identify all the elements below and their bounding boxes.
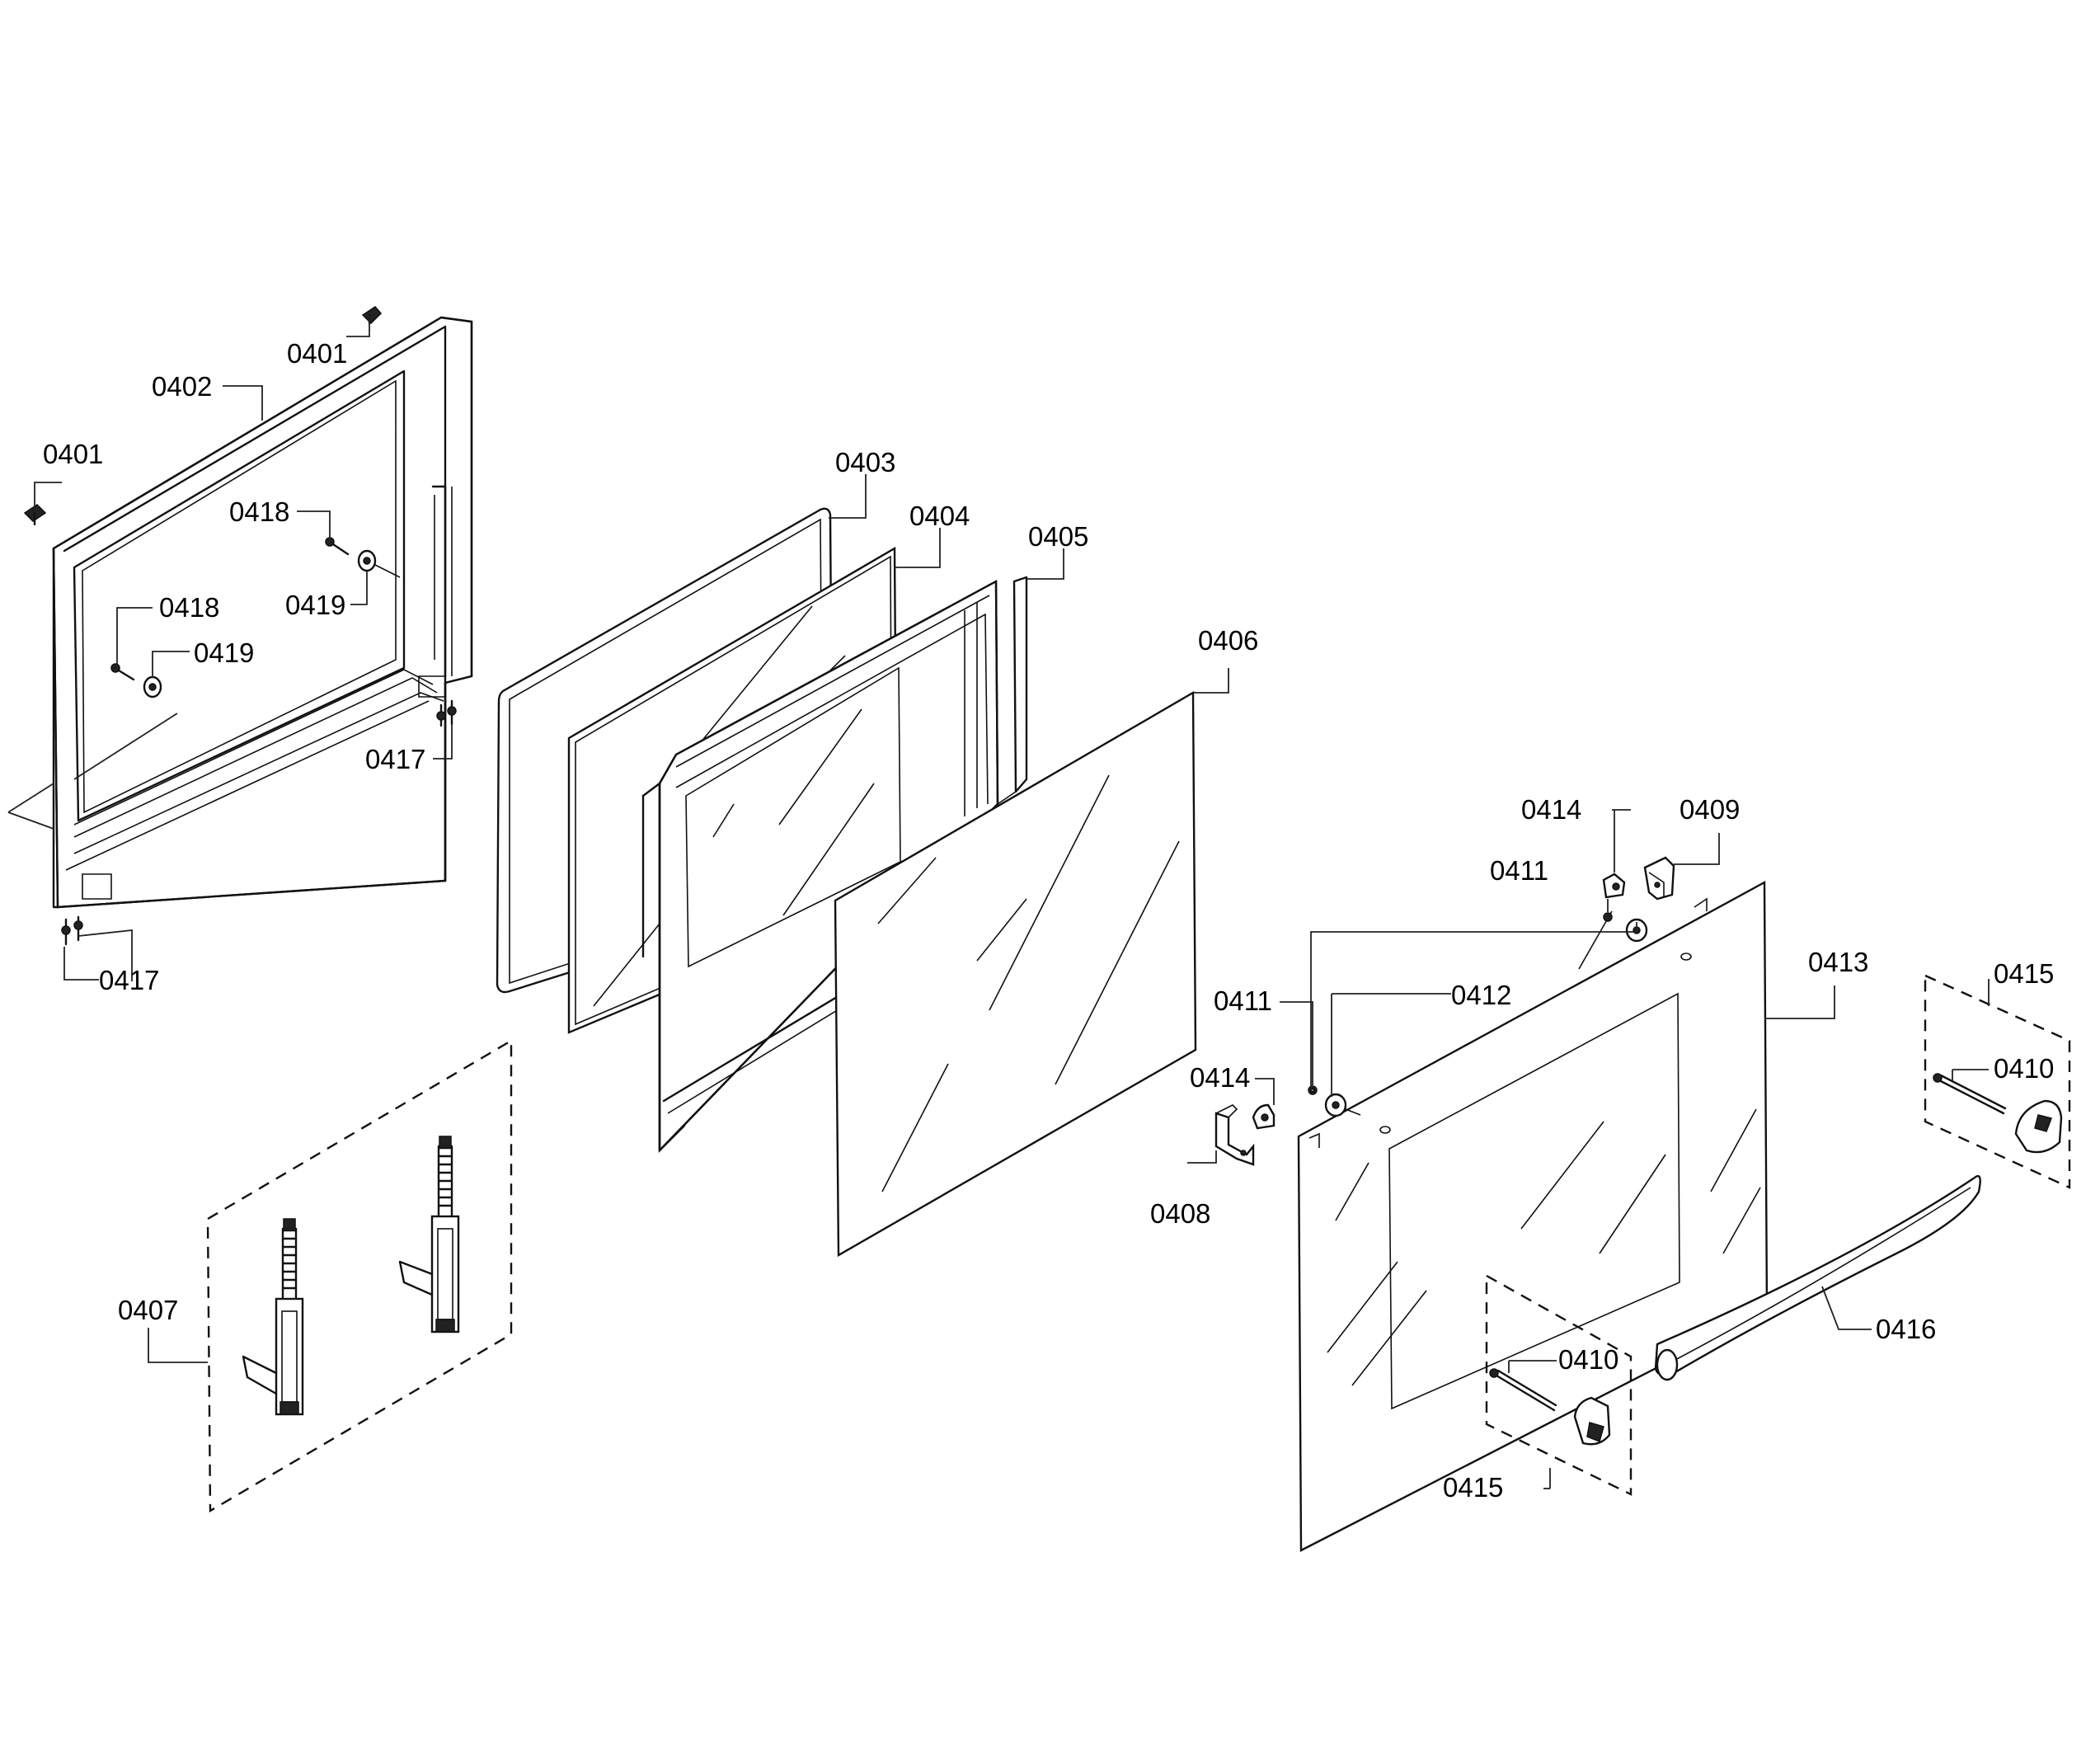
- label-0411-upper: 0411: [1490, 855, 1548, 886]
- label-0418-upper: 0418: [229, 496, 289, 527]
- end-cap-right: [2014, 1099, 2063, 1154]
- label-0415-lower: 0415: [1443, 1472, 1503, 1503]
- hinge-left: [242, 1218, 304, 1416]
- label-0419-upper: 0419: [285, 590, 345, 620]
- screw-0401-left: [23, 504, 47, 526]
- label-0415-right: 0415: [1994, 958, 2054, 989]
- label-0412: 0412: [1451, 980, 1511, 1010]
- label-0401-left: 0401: [43, 439, 103, 469]
- screw-0418-lower: [110, 663, 135, 681]
- screw-0417-left: [61, 915, 83, 946]
- screw-0417-right: [436, 699, 457, 727]
- part-0406-outer-glass: [834, 690, 1197, 1258]
- hinge-right: [398, 1136, 460, 1333]
- part-0411-washer-lower: [1308, 1085, 1318, 1095]
- screw-0401-top: [361, 306, 383, 325]
- part-0416-door-handle: [1654, 1174, 1981, 1381]
- label-0404: 0404: [909, 501, 970, 531]
- label-0410-lower: 0410: [1558, 1344, 1618, 1375]
- label-0407: 0407: [118, 1295, 178, 1325]
- label-0418-lower: 0418: [159, 592, 219, 623]
- label-0411-lower: 0411: [1214, 985, 1272, 1016]
- label-0414-upper: 0414: [1521, 794, 1581, 825]
- washer-0419-lower: [143, 675, 162, 698]
- part-0409-hinge-bracket: [1643, 856, 1675, 901]
- label-0419-lower: 0419: [194, 637, 254, 668]
- part-0412-bushing-lower: [1324, 1093, 1361, 1117]
- label-0402: 0402: [152, 371, 212, 402]
- label-0413: 0413: [1808, 947, 1868, 977]
- label-0406: 0406: [1198, 625, 1258, 656]
- part-0402-door-frame: [7, 316, 473, 909]
- part-0407-hinge-group: [206, 1038, 513, 1513]
- part-0414-block-upper: [1602, 872, 1626, 899]
- screw-0410-lower: [1489, 1368, 1557, 1412]
- label-0417-left: 0417: [99, 965, 159, 995]
- label-0417-right: 0417: [365, 744, 425, 774]
- label-0416: 0416: [1876, 1314, 1936, 1344]
- part-0413-outer-door: [1297, 880, 1769, 1552]
- end-cap-lower: [1573, 1396, 1611, 1446]
- screw-0410-right: [1933, 1073, 2007, 1115]
- part-0415-end-cap-lower: [1485, 1273, 1633, 1496]
- leader-lines: [34, 315, 1990, 1489]
- label-0405: 0405: [1028, 521, 1088, 552]
- part-number-labels: 0401 0401 0402 0418 0418 0419 0419 0417 …: [43, 338, 2054, 1503]
- part-0408-hinge-bracket: [1214, 1104, 1255, 1166]
- part-0411-washer-upper: [1603, 912, 1613, 922]
- label-0401-top: 0401: [287, 338, 347, 369]
- label-0414-lower: 0414: [1190, 1062, 1250, 1093]
- part-0414-block-lower: [1252, 1103, 1276, 1130]
- label-0408: 0408: [1150, 1198, 1210, 1229]
- part-0415-end-cap-right: [1924, 974, 2071, 1189]
- label-0403: 0403: [835, 447, 895, 477]
- label-0410-right: 0410: [1994, 1053, 2054, 1084]
- label-0409: 0409: [1680, 794, 1740, 825]
